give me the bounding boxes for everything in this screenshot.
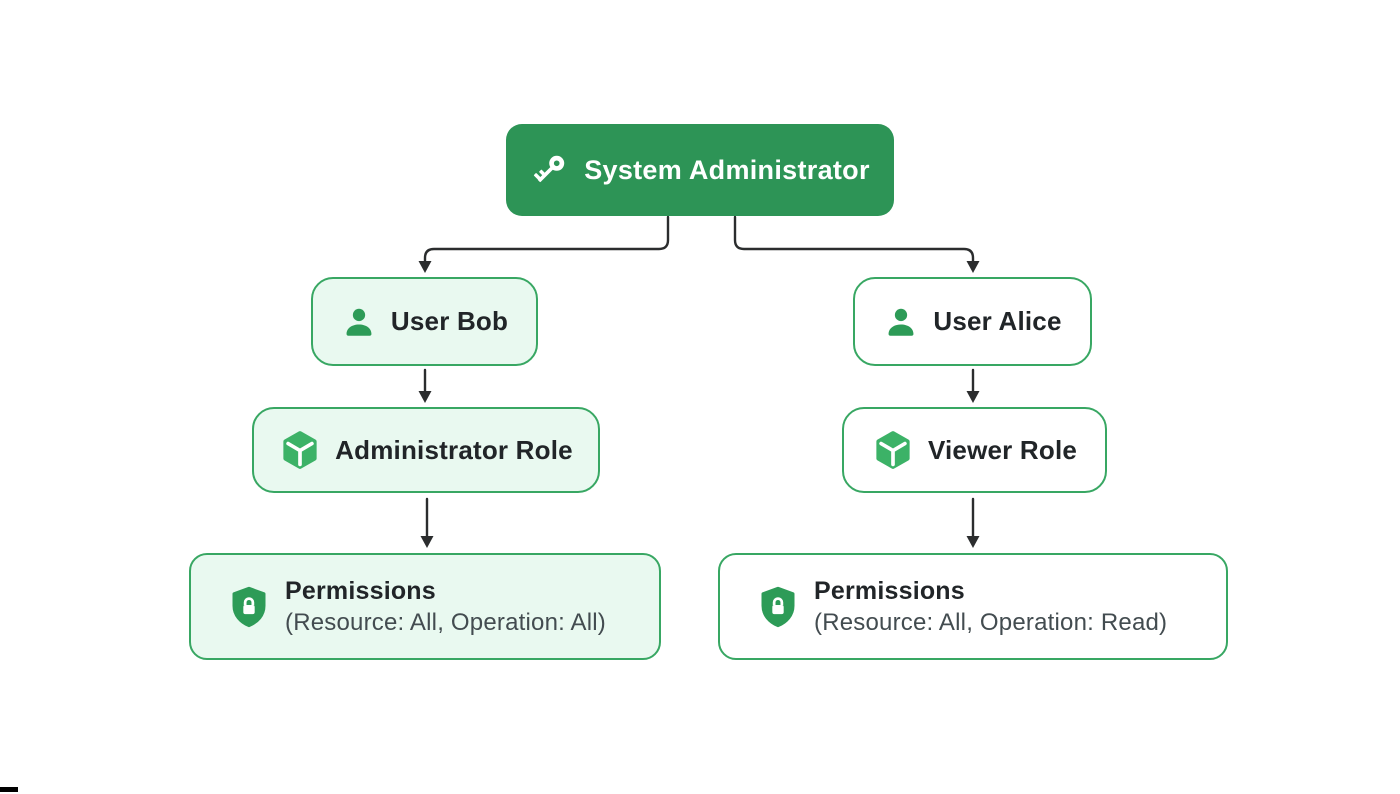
node-label: Administrator Role (335, 434, 573, 465)
node-permissions-administrator: Permissions (Resource: All, Operation: A… (189, 553, 661, 660)
person-icon (341, 304, 377, 340)
node-permissions-viewer: Permissions (Resource: All, Operation: R… (718, 553, 1228, 660)
shield-lock-icon (227, 583, 271, 631)
arrowhead (418, 391, 432, 403)
cube-icon (872, 429, 914, 471)
edge-root-to-alice (733, 215, 975, 264)
node-label: System Administrator (584, 154, 870, 185)
node-user-bob: User Bob (311, 277, 538, 366)
shield-lock-icon (756, 583, 800, 631)
permissions-subtitle: (Resource: All, Operation: Read) (814, 608, 1168, 636)
node-system-administrator: System Administrator (506, 124, 894, 216)
key-icon (530, 150, 570, 190)
permissions-title: Permissions (814, 576, 965, 605)
arrowhead (966, 391, 980, 403)
arrowhead (418, 261, 432, 273)
edge-root-to-bob (423, 215, 670, 264)
node-administrator-role: Administrator Role (252, 407, 600, 493)
screen-corner-artifact (0, 787, 18, 792)
permissions-subtitle: (Resource: All, Operation: All) (285, 608, 607, 636)
permissions-title: Permissions (285, 576, 436, 605)
node-label: User Bob (390, 306, 509, 336)
node-user-alice: User Alice (853, 277, 1092, 366)
person-icon (883, 304, 919, 340)
node-label: Viewer Role (927, 434, 1078, 465)
arrowhead (966, 536, 980, 548)
arrowhead (966, 261, 980, 273)
node-label: User Alice (933, 306, 1062, 336)
node-viewer-role: Viewer Role (842, 407, 1107, 493)
arrowhead (420, 536, 434, 548)
cube-icon (279, 429, 321, 471)
